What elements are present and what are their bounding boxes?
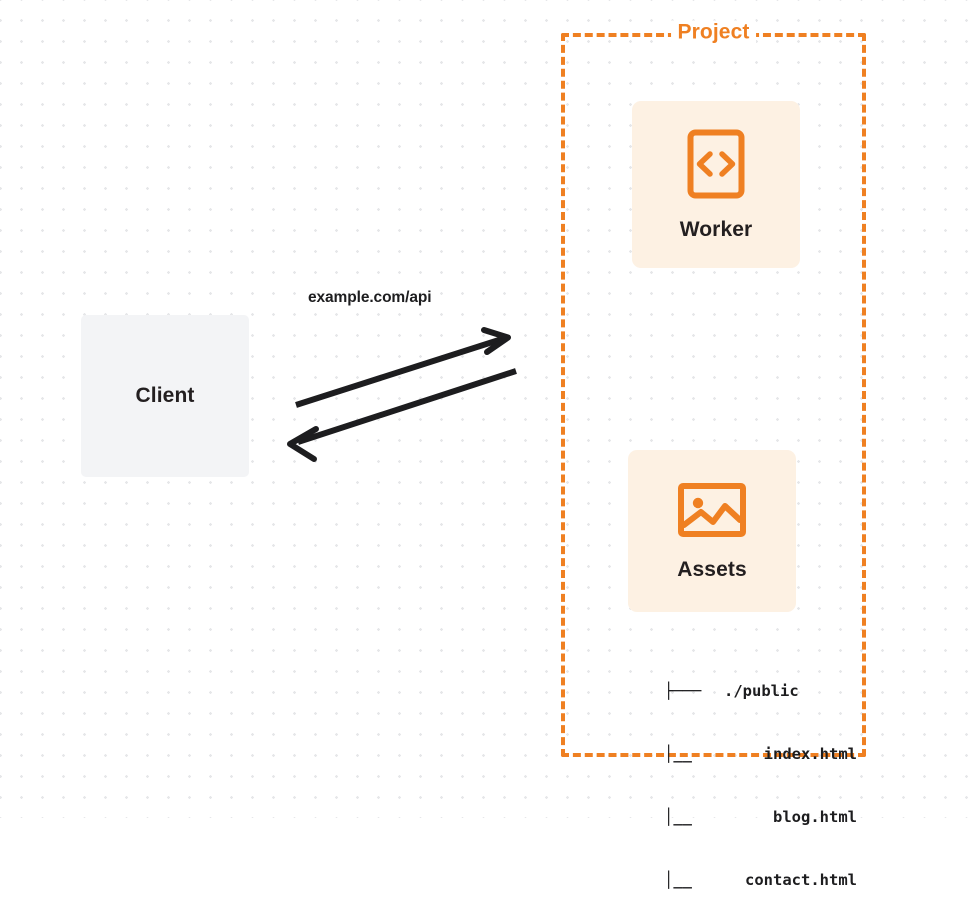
response-arrow (287, 368, 517, 462)
client-label: Client (135, 384, 195, 407)
project-title: Project (670, 20, 757, 45)
assets-label: Assets (677, 558, 747, 581)
tree-row: │__ contact.html (608, 849, 857, 889)
tree-row: │__ index.html (608, 723, 857, 763)
project-boundary: Project (561, 20, 866, 757)
file-tree: ├───./public │__index.html │__blog.html … (608, 618, 857, 912)
assets-node[interactable]: Assets (628, 450, 796, 612)
connection-label: example.com/api (308, 289, 432, 306)
tree-name: ./public (724, 682, 799, 700)
image-icon (677, 480, 747, 545)
tree-glyph: ├─── (664, 682, 702, 700)
client-node[interactable]: Client (81, 315, 249, 477)
tree-row: │__blog.html (608, 786, 857, 826)
worker-label: Worker (679, 217, 753, 241)
worker-node[interactable]: Worker (632, 101, 800, 268)
tree-name: index.html (763, 745, 857, 763)
request-arrow (295, 327, 511, 408)
tree-glyph: │__ (664, 871, 692, 889)
tree-name: contact.html (745, 871, 857, 889)
code-brackets-icon (686, 128, 746, 205)
tree-row: ├─── ./public (608, 660, 857, 700)
diagram-canvas: Client example.com/api Project Worker (0, 0, 980, 889)
tree-glyph: │__ (664, 745, 692, 763)
